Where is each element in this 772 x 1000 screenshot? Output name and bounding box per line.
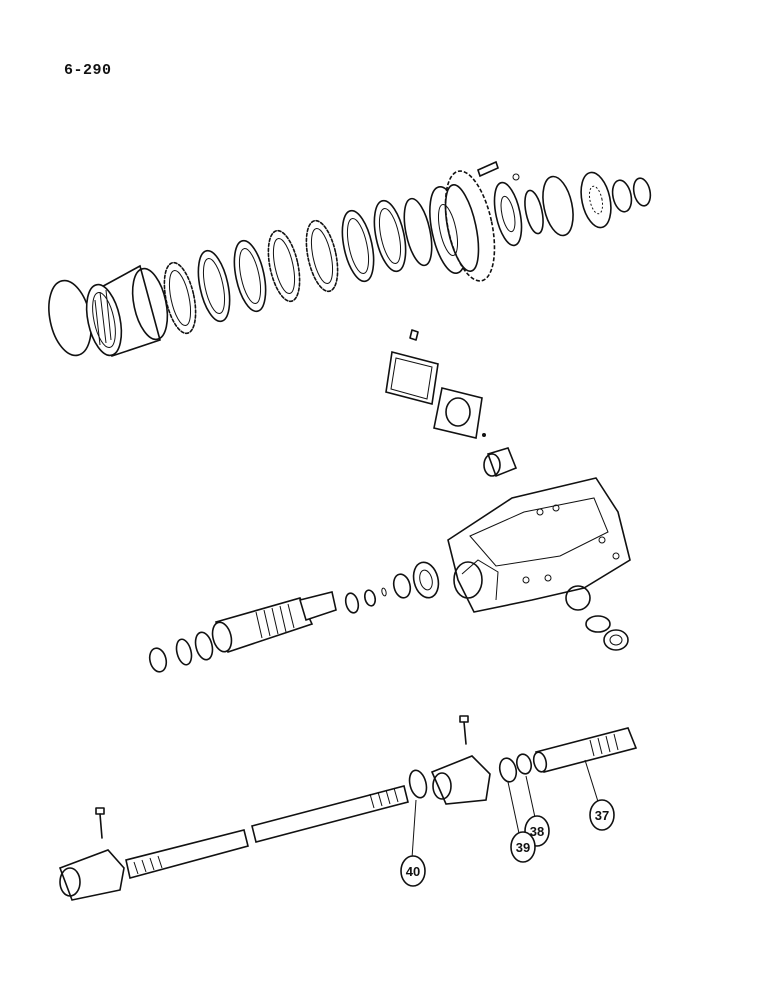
callout-leaders <box>411 759 601 859</box>
callout-39: 39 <box>510 831 536 863</box>
pin <box>477 160 520 181</box>
housing <box>447 477 631 613</box>
callout-38: 38 <box>524 815 550 847</box>
valve-fitting <box>483 447 518 478</box>
yoke-right <box>430 755 491 805</box>
cover-and-gasket <box>385 329 486 439</box>
callout-label: 39 <box>516 840 530 855</box>
callout-label: 37 <box>595 808 609 823</box>
input-shaft-assembly <box>148 561 440 673</box>
clutch-pack-assembly <box>48 160 652 358</box>
drain-plug <box>585 615 629 651</box>
clutch-gear-hub <box>429 170 496 282</box>
callout-37: 37 <box>589 799 615 831</box>
callout-label: 38 <box>530 824 544 839</box>
output-shaft-assembly <box>58 715 638 901</box>
callout-40: 40 <box>400 855 426 887</box>
bolt-right <box>459 715 469 745</box>
page-number: 6-290 <box>64 62 112 79</box>
callout-label: 40 <box>406 864 420 879</box>
yoke-left <box>58 849 125 901</box>
clutch-plates <box>163 197 433 335</box>
bolt-left <box>95 807 105 839</box>
clutch-drum <box>85 264 169 358</box>
